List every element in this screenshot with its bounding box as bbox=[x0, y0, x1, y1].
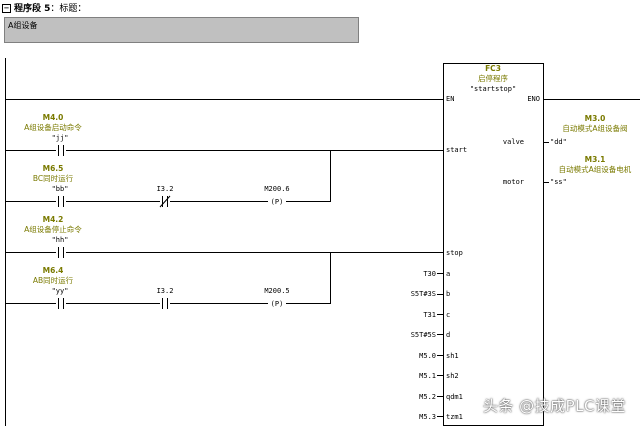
block-name: FC3 bbox=[485, 64, 501, 73]
ladder-wires bbox=[5, 58, 640, 426]
network-title: 程序段 5 bbox=[14, 4, 51, 14]
pin-b: b bbox=[446, 290, 450, 298]
addr-start[interactable]: M4.0 bbox=[43, 113, 64, 122]
collapse-box-icon[interactable]: − bbox=[2, 4, 11, 13]
comment-start: A组设备启动命令 bbox=[24, 122, 82, 132]
pin-sh2: sh2 bbox=[446, 372, 459, 380]
addr-motor[interactable]: M3.1 bbox=[585, 155, 606, 164]
block-eno: ENO bbox=[527, 95, 540, 103]
param-d[interactable]: S5T#5S bbox=[411, 331, 436, 339]
sym-bc: "bb" bbox=[52, 185, 69, 193]
pin-c: c bbox=[446, 311, 450, 319]
block-comment: 启停程序 bbox=[478, 73, 508, 83]
coil-ab[interactable]: (P) bbox=[271, 300, 284, 308]
pin-tzm1: tzm1 bbox=[446, 413, 463, 421]
watermark: 头条 @技成PLC课堂 bbox=[482, 397, 626, 415]
param-sh2[interactable]: M5.1 bbox=[419, 372, 436, 380]
pin-start: start bbox=[446, 146, 467, 154]
block-symbol: "startstop" bbox=[470, 85, 516, 93]
contact-stop[interactable] bbox=[58, 247, 64, 258]
coil-bc[interactable]: (P) bbox=[271, 198, 284, 206]
sym-valve: "dd" bbox=[550, 138, 567, 146]
contact-start[interactable] bbox=[58, 145, 64, 156]
param-c[interactable]: T31 bbox=[423, 311, 436, 319]
pin-stop: stop bbox=[446, 249, 463, 257]
addr-valve[interactable]: M3.0 bbox=[585, 114, 606, 123]
addr-bc-coil[interactable]: M200.6 bbox=[264, 185, 289, 193]
pin-valve: valve bbox=[503, 138, 524, 146]
addr-ab[interactable]: M6.4 bbox=[43, 266, 64, 275]
comment-ab: AB同时运行 bbox=[33, 275, 74, 285]
network-label: ：标题： bbox=[50, 4, 87, 14]
sym-start: "jj" bbox=[52, 134, 69, 142]
comment-stop: A组设备停止命令 bbox=[24, 224, 82, 234]
contact-ab[interactable] bbox=[58, 298, 64, 309]
comment-bc: BC同时运行 bbox=[33, 173, 74, 183]
contact-i32-no[interactable] bbox=[162, 298, 168, 309]
addr-stop[interactable]: M4.2 bbox=[43, 215, 64, 224]
fc-block[interactable] bbox=[443, 63, 544, 426]
comment-valve: 自动模式A组设备阀 bbox=[562, 123, 627, 133]
sym-stop: "hh" bbox=[52, 236, 69, 244]
param-b[interactable]: S5T#3S bbox=[411, 290, 436, 298]
pin-motor: motor bbox=[503, 178, 524, 186]
pin-qdm1: qdm1 bbox=[446, 393, 463, 401]
sym-motor: "ss" bbox=[550, 178, 567, 186]
contact-bc[interactable] bbox=[58, 196, 64, 207]
addr-ab-coil[interactable]: M200.5 bbox=[264, 287, 289, 295]
network-header[interactable]: −程序段 5：标题： bbox=[2, 1, 87, 14]
pin-sh1: sh1 bbox=[446, 352, 459, 360]
param-a[interactable]: T30 bbox=[423, 270, 436, 278]
sym-ab: "yy" bbox=[52, 287, 69, 295]
addr-ab-contact2[interactable]: I3.2 bbox=[157, 287, 174, 295]
pin-d: d bbox=[446, 331, 450, 339]
addr-bc-contact2[interactable]: I3.2 bbox=[157, 185, 174, 193]
block-en: EN bbox=[446, 95, 454, 103]
addr-bc[interactable]: M6.5 bbox=[43, 164, 64, 173]
contact-i32-nc[interactable] bbox=[159, 195, 171, 208]
pin-a: a bbox=[446, 270, 450, 278]
comment-motor: 自动模式A组设备电机 bbox=[559, 164, 632, 174]
param-qdm1[interactable]: M5.2 bbox=[419, 393, 436, 401]
param-sh1[interactable]: M5.0 bbox=[419, 352, 436, 360]
param-tzm1[interactable]: M5.3 bbox=[419, 413, 436, 421]
network-comment[interactable]: A组设备 bbox=[4, 17, 359, 43]
